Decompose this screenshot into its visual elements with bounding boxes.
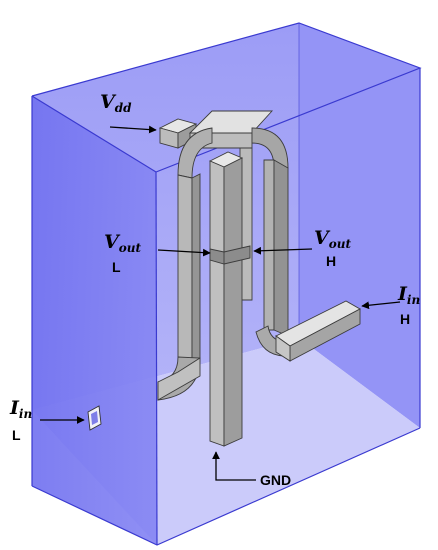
vdd-arrow [109, 125, 157, 134]
iin-h-arrow [361, 301, 401, 310]
gnd-arrow [212, 451, 256, 481]
iin-h-label: Iin [397, 283, 420, 307]
vout-h-arrow [253, 246, 313, 255]
box-front-edge [155, 171, 158, 546]
conductor-structure [87, 110, 361, 447]
box-left-wall [32, 96, 157, 545]
vout-h-label: Vout [314, 227, 351, 251]
iin-l-label: Iin [9, 397, 32, 421]
iin-h-side: H [400, 311, 410, 327]
gnd-label: GND [260, 472, 291, 488]
vout-l-label: Vout [104, 231, 141, 255]
iin-l-side: L [12, 427, 21, 443]
labels: Vdd Vout L Vout H Iin H Iin L GND [9, 91, 420, 488]
box-bottom-edges [31, 427, 421, 546]
arrows [40, 125, 401, 481]
vout-l-arrow [157, 248, 211, 257]
vout-l-side: L [112, 259, 121, 275]
vdd-label: Vdd [100, 91, 132, 115]
main-pillar [208, 151, 251, 447]
iin-l-port [87, 405, 102, 431]
vout-h-side: H [326, 253, 336, 269]
vdd-contact [158, 118, 198, 149]
